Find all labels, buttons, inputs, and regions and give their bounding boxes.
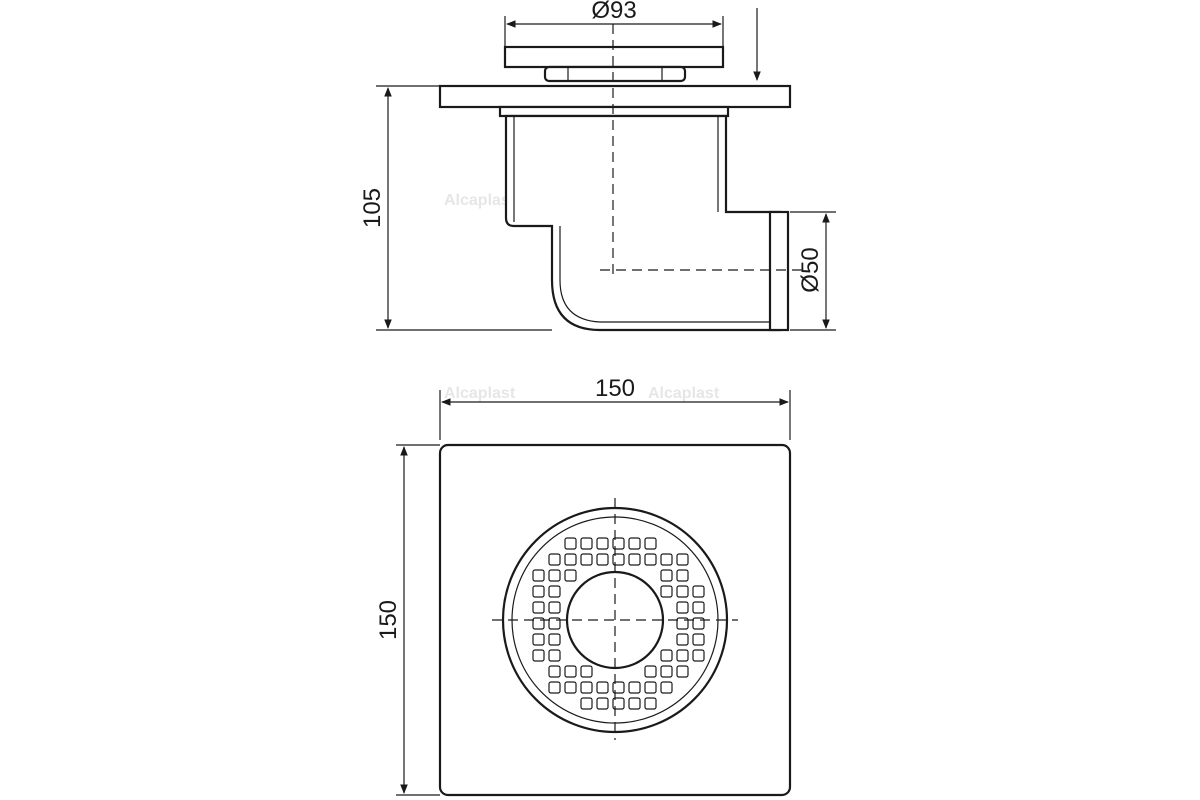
grate-cell <box>644 697 657 710</box>
body-cup <box>504 114 782 332</box>
grate-cell <box>644 537 657 550</box>
side-view: Ø93 105 Ø50 <box>359 0 836 332</box>
grate-cell <box>676 617 689 630</box>
grate-cell <box>644 681 657 694</box>
flange-plate <box>438 84 792 109</box>
grate-cell <box>676 649 689 662</box>
grate-cell <box>548 553 561 566</box>
grate-cell <box>548 665 561 678</box>
grate-top <box>503 45 725 69</box>
watermark-1: Alcaplast <box>444 192 516 209</box>
grate-cell <box>564 537 577 550</box>
grate-cell <box>692 585 705 598</box>
grate-cell <box>548 617 561 630</box>
grate-cell <box>692 617 705 630</box>
outlet-end <box>768 210 790 332</box>
grate-cell <box>692 633 705 646</box>
grate-cell <box>548 681 561 694</box>
grate-cell <box>564 553 577 566</box>
grate-cell <box>580 681 593 694</box>
grate-cell <box>612 553 625 566</box>
grate-cell <box>532 569 545 582</box>
top-diameter-label: Ø93 <box>591 0 636 24</box>
grate-collar <box>543 65 687 83</box>
grate-cell <box>660 681 673 694</box>
grate-cell <box>676 569 689 582</box>
watermark-4: Alcaplast <box>648 385 720 402</box>
body-ring <box>498 105 730 118</box>
grate-cell <box>532 633 545 646</box>
grate-cell <box>532 617 545 630</box>
grate-cell <box>612 537 625 550</box>
grate-cell <box>596 697 609 710</box>
grate-cell <box>564 569 577 582</box>
grate-cell <box>660 569 673 582</box>
grate-cell <box>532 601 545 614</box>
grate-cell <box>660 665 673 678</box>
grate-cell <box>580 665 593 678</box>
grate-cell <box>532 585 545 598</box>
width-label: 150 <box>595 375 635 402</box>
grate-cell <box>564 681 577 694</box>
top-view: 150 150 <box>375 375 792 797</box>
grate-cell <box>564 665 577 678</box>
grate-cell <box>596 537 609 550</box>
grate-cell <box>580 697 593 710</box>
grate-cell <box>548 569 561 582</box>
grate-cell <box>660 553 673 566</box>
grate-cell <box>596 553 609 566</box>
grate-cell <box>660 585 673 598</box>
grate-cell <box>628 697 641 710</box>
grate-cell <box>548 649 561 662</box>
grate-cell <box>548 585 561 598</box>
grate-cell <box>532 649 545 662</box>
grate-cell <box>596 681 609 694</box>
watermark-3: Alcaplast <box>444 385 516 402</box>
grate-cell <box>548 601 561 614</box>
grate-cell <box>628 681 641 694</box>
grate-cell <box>676 553 689 566</box>
grate-cell <box>676 585 689 598</box>
grate-cell <box>628 537 641 550</box>
grate-cell <box>580 537 593 550</box>
depth-label: 150 <box>375 600 402 640</box>
grate-cell <box>676 633 689 646</box>
height-label: 105 <box>359 188 386 228</box>
grate-cell <box>676 601 689 614</box>
outlet-diameter-label: Ø50 <box>797 247 824 292</box>
grate-cell <box>692 601 705 614</box>
grate-cell <box>612 681 625 694</box>
grate-cell <box>660 649 673 662</box>
grate-cell <box>548 633 561 646</box>
grate-cell <box>628 553 641 566</box>
grate-cell <box>580 553 593 566</box>
grate-cell <box>612 697 625 710</box>
grate-pattern <box>532 537 705 710</box>
grate-cell <box>692 649 705 662</box>
grate-cell <box>644 665 657 678</box>
grate-cell <box>644 553 657 566</box>
grate-cell <box>676 665 689 678</box>
